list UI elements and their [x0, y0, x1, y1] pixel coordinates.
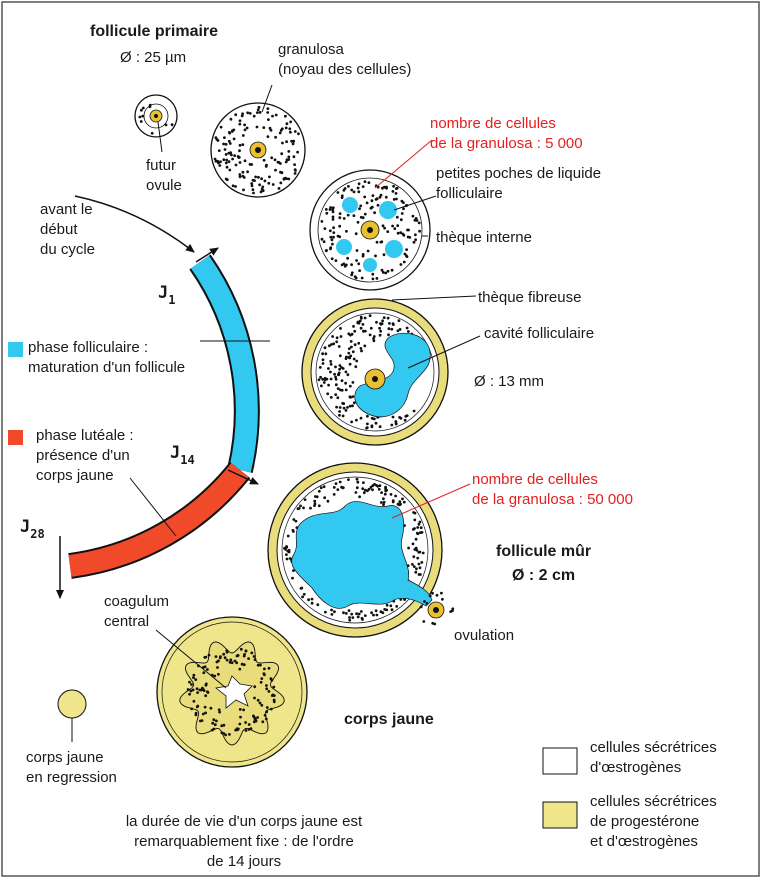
- legend-white-line2: d'œstrogènes: [590, 759, 681, 776]
- primary-follicle: [135, 95, 177, 137]
- corpus-luteum: [157, 617, 307, 767]
- regressing-corpus-luteum: [58, 690, 86, 718]
- legend-yellow-line3: et d'œstrogènes: [590, 833, 698, 850]
- coagulum-label: coagulum: [104, 593, 169, 610]
- poches-line1: petites poches de liquide: [436, 165, 601, 182]
- regression-line2: en regression: [26, 769, 117, 786]
- mature-follicle: [268, 463, 442, 637]
- antral-diameter: Ø : 13 mm: [474, 373, 544, 390]
- growing-follicle-1: [211, 103, 305, 197]
- growing-follicle-2: [310, 170, 430, 290]
- follicular-phase-arc: [200, 262, 247, 470]
- mature-follicle-title: follicule mûr: [496, 543, 591, 560]
- corpus-luteum-title: corps jaune: [344, 711, 434, 728]
- day-j1: J1: [158, 283, 175, 307]
- ovulation-label: ovulation: [454, 627, 514, 644]
- legend-yellow-line1: cellules sécrétrices: [590, 793, 717, 810]
- avant-label-2: début: [40, 221, 78, 238]
- phase-luteal-line3: corps jaune: [36, 467, 114, 484]
- legend-white-line1: cellules sécrétrices: [590, 739, 717, 756]
- legend-yellow-swatch: [543, 802, 577, 828]
- phase-follicular-line2: maturation d'un follicule: [28, 359, 185, 376]
- ovule-label: ovule: [146, 177, 182, 194]
- theque-fibreuse-leader: [392, 296, 476, 300]
- regression-line1: corps jaune: [26, 749, 104, 766]
- avant-label-1: avant le: [40, 201, 93, 218]
- follicular-phase-swatch: [8, 342, 23, 357]
- central-label: central: [104, 613, 149, 630]
- granulosa-label: granulosa: [278, 41, 345, 58]
- futur-label: futur: [146, 157, 176, 174]
- phase-luteal-line1: phase lutéale :: [36, 427, 134, 444]
- cells-50000-line2: de la granulosa : 50 000: [472, 491, 633, 508]
- lifespan-line1: la durée de vie d'un corps jaune est: [126, 813, 363, 830]
- legend-white-swatch: [543, 748, 577, 774]
- phase-luteal-line2: présence d'un: [36, 447, 130, 464]
- lifespan-line2: remarquablement fixe : de l'ordre: [134, 833, 354, 850]
- granulosa-sub: (noyau des cellules): [278, 61, 411, 78]
- antral-follicle: [302, 299, 448, 445]
- legend-yellow-line2: de progestérone: [590, 813, 699, 830]
- mature-follicle-diameter: Ø : 2 cm: [512, 567, 575, 584]
- luteal-phase-swatch: [8, 430, 23, 445]
- cells-50000-line1: nombre de cellules: [472, 471, 598, 488]
- phase-follicular-line1: phase folliculaire :: [28, 339, 148, 356]
- theque-interne-label: thèque interne: [436, 229, 532, 246]
- luteal-phase-arc: [70, 470, 240, 566]
- avant-label-3: du cycle: [40, 241, 95, 258]
- primary-diameter: Ø : 25 µm: [120, 49, 186, 66]
- title-primary-follicle: follicule primaire: [90, 23, 218, 40]
- poches-line2: folliculaire: [436, 185, 503, 202]
- cavite-label: cavité folliculaire: [484, 325, 594, 342]
- day-j14: J14: [170, 443, 195, 467]
- theque-fibreuse-label: thèque fibreuse: [478, 289, 581, 306]
- cells-5000-line2: de la granulosa : 5 000: [430, 135, 583, 152]
- cells-5000-line1: nombre de cellules: [430, 115, 556, 132]
- lifespan-line3: de 14 jours: [207, 853, 281, 870]
- day-j28: J28: [20, 517, 45, 541]
